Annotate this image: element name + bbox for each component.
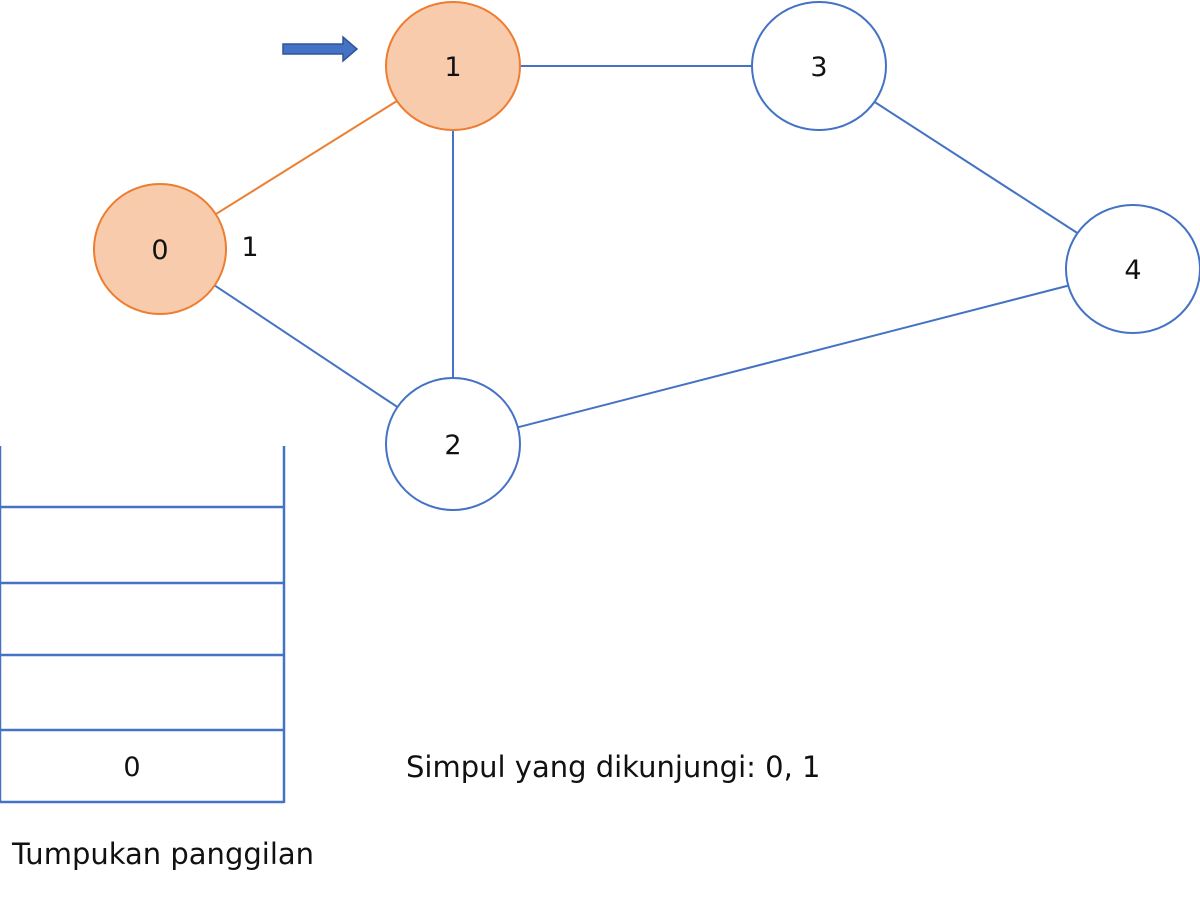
visited-nodes-text: Simpul yang dikunjungi: 0, 1 — [406, 750, 820, 784]
graph-node-label-1: 1 — [444, 52, 461, 83]
node-0-annotation: 1 — [241, 232, 258, 263]
graph-edges — [214, 65, 1079, 429]
graph-node-label-0: 0 — [151, 235, 168, 266]
graph-node-2 — [385, 377, 521, 511]
graph-node-1 — [385, 1, 521, 131]
graph-node-label-4: 4 — [1124, 255, 1141, 286]
graph-node-label-3: 3 — [810, 52, 827, 83]
graph-node-3 — [751, 1, 887, 131]
stack-caption: Tumpukan panggilan — [11, 837, 314, 871]
edge-0-2 — [214, 284, 399, 408]
current-node-arrow-icon — [282, 35, 359, 63]
edge-0-1 — [215, 100, 398, 216]
edge-2-4 — [517, 284, 1069, 429]
stack-slot: 0 — [123, 752, 140, 783]
edge-3-4 — [873, 101, 1079, 234]
graph-nodes: 0 1 2 3 4 — [93, 1, 1200, 511]
graph-node-4 — [1065, 204, 1200, 334]
graph-node-0 — [93, 183, 227, 315]
graph-node-label-2: 2 — [444, 430, 461, 461]
call-stack: 0 — [0, 446, 286, 804]
